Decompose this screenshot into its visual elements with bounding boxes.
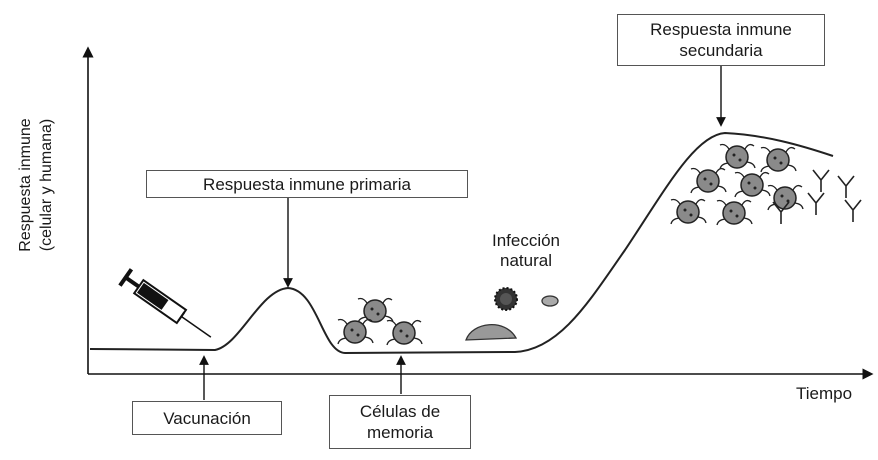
memory-cells-label-2: memoria bbox=[366, 423, 434, 442]
y-axis-label: Respuesta inmune (celular y humana) bbox=[6, 70, 62, 300]
secondary-response-label-2: secundaria bbox=[679, 41, 763, 60]
secondary-response-box: Respuesta inmune secundaria bbox=[617, 14, 825, 66]
infection-label-2: natural bbox=[500, 251, 552, 270]
memory-cells-label-1: Células de bbox=[359, 402, 441, 421]
secondary-cells-icon bbox=[670, 143, 804, 226]
syringe-icon bbox=[118, 268, 212, 338]
y-axis-label-line1: Respuesta inmune bbox=[17, 118, 34, 252]
virus-icon bbox=[465, 287, 559, 341]
vaccination-label: Vacunación bbox=[163, 408, 251, 428]
primary-response-box: Respuesta inmune primaria bbox=[146, 170, 468, 198]
x-axis-label: Tiempo bbox=[796, 384, 853, 403]
infection-label: Infección natural bbox=[471, 231, 581, 271]
infection-label-1: Infección bbox=[491, 231, 561, 250]
y-axis-label-line2: (celular y humana) bbox=[38, 119, 55, 252]
primary-response-label: Respuesta inmune primaria bbox=[203, 174, 411, 194]
vaccination-box: Vacunación bbox=[132, 401, 282, 435]
memory-cells-box: Células de memoria bbox=[329, 395, 471, 449]
memory-cell-icon bbox=[337, 297, 423, 346]
secondary-response-label-1: Respuesta inmune bbox=[650, 20, 792, 39]
response-curve bbox=[89, 131, 834, 355]
